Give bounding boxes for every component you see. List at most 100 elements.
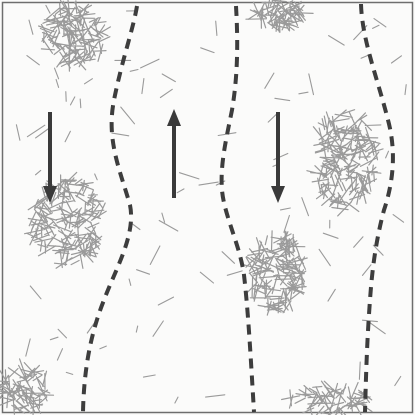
cluster-fiber <box>90 19 96 28</box>
scattered-fiber <box>136 269 151 275</box>
cluster-fiber <box>77 214 92 224</box>
cluster-fiber <box>29 386 34 400</box>
cluster-fiber <box>323 115 329 136</box>
cluster-fiber <box>350 159 361 166</box>
arrow-down-right <box>271 112 285 203</box>
scattered-fiber <box>226 270 243 276</box>
cluster-fiber <box>258 249 279 255</box>
cluster-fiber <box>11 404 26 414</box>
scattered-fiber <box>361 319 378 323</box>
cluster-fiber <box>88 242 92 257</box>
scattered-fiber <box>174 396 179 404</box>
cluster-fiber <box>65 186 76 203</box>
cluster-fiber <box>4 390 16 401</box>
cluster-fiber <box>63 191 82 195</box>
cluster-fiber <box>271 3 279 12</box>
cluster-fiber <box>270 230 273 252</box>
scattered-fiber <box>26 55 40 66</box>
scattered-fiber <box>135 325 139 333</box>
scattered-fiber <box>159 88 173 99</box>
scattered-fiber <box>404 84 407 96</box>
cluster-fiber <box>42 17 56 24</box>
cluster-fiber <box>338 127 355 133</box>
cluster-fiber <box>84 202 87 215</box>
cluster-fiber <box>75 207 83 215</box>
cluster-fiber <box>39 240 43 252</box>
cluster-fiber <box>334 406 344 415</box>
scattered-fiber <box>364 124 382 127</box>
cluster-fiber <box>285 288 288 302</box>
scattered-fiber <box>49 336 59 341</box>
cluster-fiber <box>70 259 80 266</box>
scattered-fiber <box>353 236 364 248</box>
scattered-fiber <box>274 97 291 102</box>
cluster-fiber <box>267 22 280 32</box>
cluster-fiber <box>61 189 65 210</box>
cluster-fiber <box>347 386 352 399</box>
cluster-fiber <box>23 372 34 379</box>
cluster-fiber <box>88 17 100 23</box>
cluster-fiber <box>321 118 326 131</box>
cluster-fiber <box>349 163 361 174</box>
cluster-fiber <box>332 109 347 123</box>
cluster-fiber <box>88 45 91 59</box>
cluster-fiber <box>58 2 62 17</box>
cluster-fiber <box>74 178 83 185</box>
cluster-fiber <box>68 39 79 46</box>
scattered-fiber <box>94 173 98 181</box>
cluster-fiber <box>98 39 103 55</box>
cluster-fiber <box>52 224 72 233</box>
cluster-fiber <box>322 160 338 163</box>
cluster-fiber <box>52 249 68 252</box>
cluster-fiber <box>290 8 300 18</box>
scattered-fiber <box>390 55 403 64</box>
cluster-fiber <box>252 288 267 295</box>
cluster-fiber <box>372 140 379 161</box>
scattered-fiber <box>298 91 309 95</box>
cluster-fiber <box>356 402 367 406</box>
cluster-fiber <box>95 26 112 36</box>
scattered-fiber <box>64 130 71 143</box>
cluster-fiber <box>62 208 77 218</box>
cluster-fiber <box>257 1 266 17</box>
cluster-fiber <box>46 234 57 247</box>
cluster-fiber <box>253 284 266 289</box>
cluster-fiber <box>357 173 369 192</box>
cluster-fiber <box>34 238 53 243</box>
cluster-fiber <box>68 19 81 32</box>
cluster-fiber <box>276 247 290 260</box>
cluster-fiber <box>371 164 374 176</box>
cluster-fiber <box>284 9 288 20</box>
cluster-fiber <box>365 140 376 151</box>
cluster-fiber <box>31 370 45 374</box>
scattered-fiber <box>65 371 74 375</box>
cluster-fiber <box>353 112 366 126</box>
cluster-fiber <box>334 400 353 414</box>
cluster-fiber <box>321 193 336 206</box>
scattered-fiber <box>128 278 132 286</box>
scattered-fiber <box>221 251 236 264</box>
cluster-fiber <box>274 16 280 33</box>
cluster-fiber <box>327 139 334 155</box>
cluster-fiber <box>284 272 305 275</box>
cluster-fiber <box>88 234 101 245</box>
cluster-fiber <box>341 182 347 192</box>
cluster-fiber <box>287 297 294 312</box>
cluster-fiber <box>6 392 9 409</box>
cluster-fiber <box>77 4 93 14</box>
cluster-fiber <box>294 259 298 272</box>
cluster-fiber <box>349 190 359 204</box>
cluster-fiber <box>266 307 283 311</box>
cluster-fiber <box>67 0 71 15</box>
cluster-fiber <box>348 183 359 196</box>
cluster-fiber <box>291 269 297 281</box>
cluster-fiber <box>44 203 52 212</box>
scattered-fiber <box>69 239 76 250</box>
cluster-fiber <box>90 209 105 213</box>
scattered-fiber <box>205 394 226 398</box>
cluster-fiber <box>290 287 293 300</box>
cluster-fiber <box>364 143 380 160</box>
cluster-fiber <box>77 249 96 258</box>
cluster-fiber <box>292 286 300 294</box>
cluster-fiber <box>77 239 85 257</box>
